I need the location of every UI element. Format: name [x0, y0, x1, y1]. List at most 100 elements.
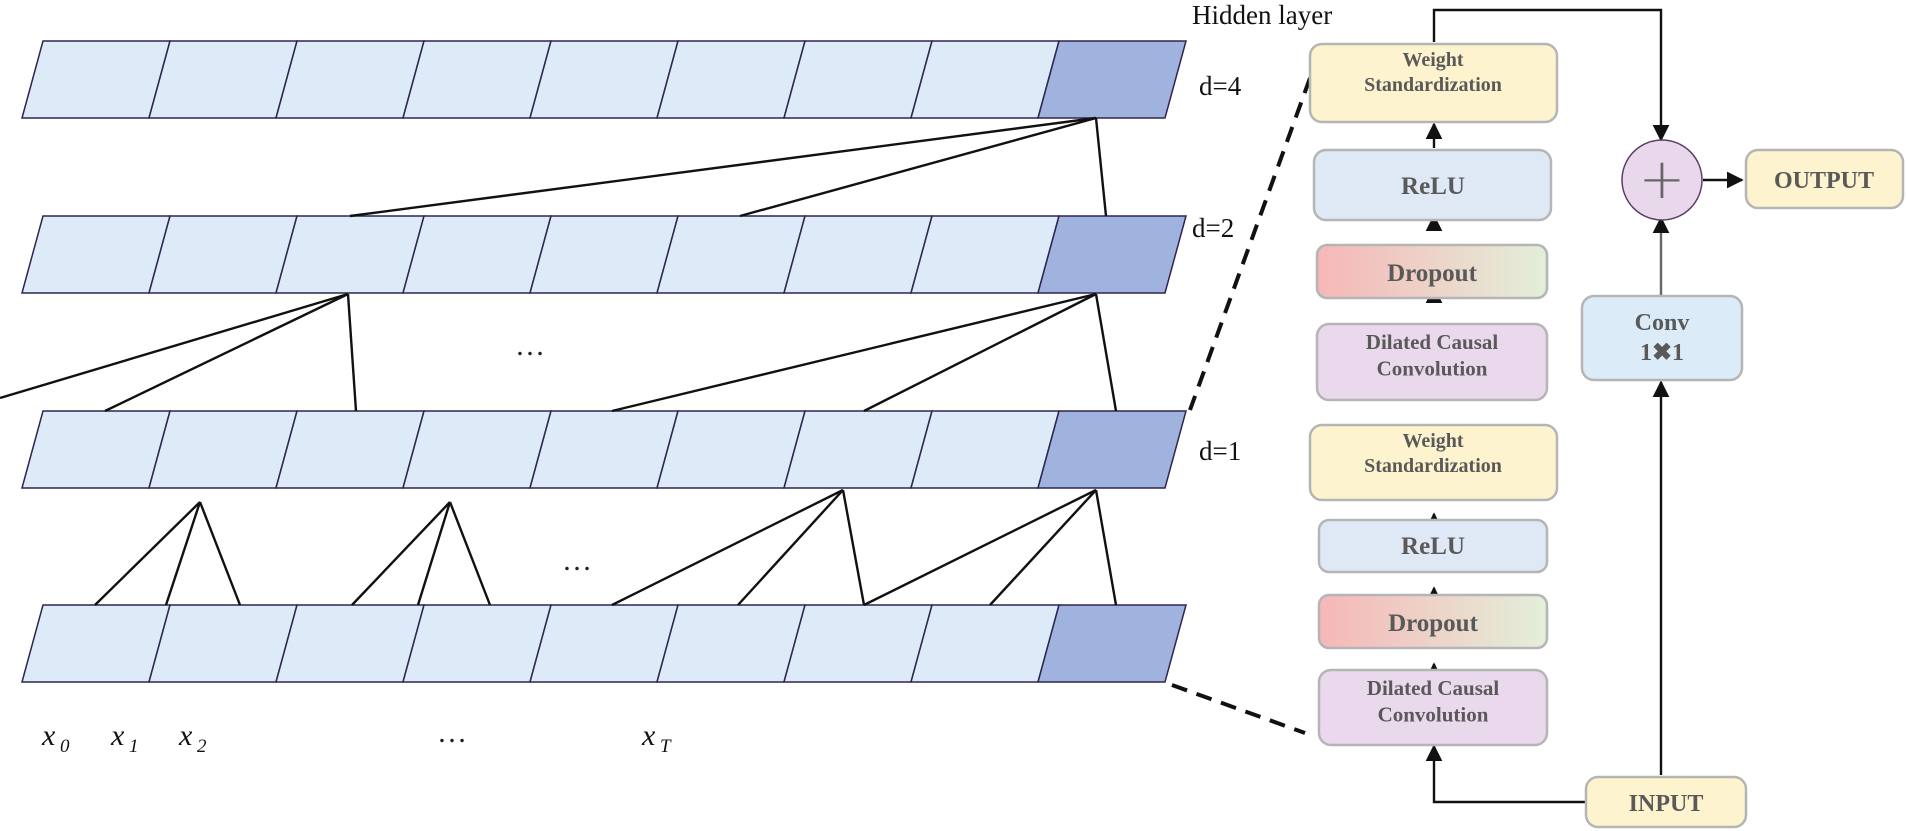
- cell: [402, 40, 552, 119]
- cell: [21, 215, 171, 294]
- cell: [910, 604, 1060, 683]
- cell: [1037, 215, 1187, 294]
- svg-text:T: T: [660, 736, 672, 757]
- cell: [529, 604, 679, 683]
- zoom-dash-top: [1188, 77, 1312, 411]
- cell: [275, 40, 425, 119]
- sum-node: +: [1621, 139, 1703, 221]
- svg-text:ReLU: ReLU: [1401, 173, 1465, 200]
- dropout-block-bottom: Dropout: [1317, 593, 1549, 650]
- relu-block-bottom: ReLU: [1317, 518, 1549, 574]
- relu-block-top: ReLU: [1312, 148, 1553, 222]
- input-label-x1: x 1: [110, 719, 139, 757]
- svg-text:OUTPUT: OUTPUT: [1774, 168, 1874, 194]
- dilation-link: [198, 501, 242, 606]
- dilation-link: [737, 489, 844, 606]
- svg-text:Dropout: Dropout: [1387, 260, 1478, 287]
- row-d2: [21, 215, 1187, 294]
- cell: [656, 215, 806, 294]
- cell: [1037, 40, 1187, 119]
- svg-text:1: 1: [129, 736, 139, 757]
- dilation-link: [1094, 293, 1118, 412]
- cell: [148, 410, 298, 489]
- dilation-link: [989, 489, 1097, 606]
- dilation-link: [863, 488, 1097, 607]
- dilation-link: [349, 116, 1097, 218]
- input-label-x2: x 2: [178, 719, 207, 757]
- ellipsis-inputs: …: [437, 716, 467, 749]
- cell: [910, 215, 1060, 294]
- cell: [910, 410, 1060, 489]
- cell: [1037, 604, 1187, 683]
- dilation-link: [611, 292, 1097, 413]
- svg-text:x: x: [110, 719, 125, 752]
- cell: [148, 215, 298, 294]
- cell: [656, 410, 806, 489]
- svg-text:INPUT: INPUT: [1629, 791, 1704, 817]
- dilation-link: [0, 292, 349, 400]
- dilation-link: [346, 293, 358, 412]
- ellipsis-lower: …: [562, 544, 592, 577]
- cell: [275, 604, 425, 683]
- dilation-connections: [0, 116, 1118, 607]
- dilation-link: [94, 501, 201, 606]
- svg-text:ReLU: ReLU: [1401, 533, 1465, 560]
- svg-text:0: 0: [60, 736, 70, 757]
- svg-text:2: 2: [197, 736, 207, 757]
- dilation-label-d4: d=4: [1199, 71, 1242, 101]
- dilation-link: [863, 292, 1097, 413]
- cell: [148, 40, 298, 119]
- cell: [529, 410, 679, 489]
- cell: [148, 604, 298, 683]
- input-label-xT: x T: [641, 719, 672, 757]
- input-label-x0: x 0: [41, 719, 70, 757]
- cell: [21, 410, 171, 489]
- svg-text:x: x: [641, 719, 656, 752]
- dilation-link: [841, 489, 866, 606]
- output-block: OUTPUT: [1744, 148, 1905, 210]
- cell: [783, 410, 933, 489]
- dilation-link: [104, 292, 349, 413]
- dilation-link: [1094, 117, 1108, 217]
- cell: [275, 410, 425, 489]
- svg-text:x: x: [41, 719, 56, 752]
- dilation-label-d1: d=1: [1199, 436, 1241, 466]
- plus-icon: +: [1639, 147, 1686, 212]
- dilation-link: [739, 116, 1097, 218]
- cell: [402, 410, 552, 489]
- cell: [783, 604, 933, 683]
- cell: [783, 215, 933, 294]
- cell: [529, 40, 679, 119]
- hidden-layer-title: Hidden layer: [1192, 0, 1332, 30]
- dilation-link: [351, 501, 451, 606]
- sequence-rows: [21, 40, 1187, 683]
- row-input: [21, 604, 1187, 683]
- cell: [656, 40, 806, 119]
- cell: [21, 604, 171, 683]
- cell: [910, 40, 1060, 119]
- row-d1: [21, 410, 1187, 489]
- dilation-link: [611, 488, 844, 607]
- cell: [656, 604, 806, 683]
- dropout-block-top: Dropout: [1315, 243, 1549, 300]
- dilation-link: [448, 501, 492, 606]
- cell: [529, 215, 679, 294]
- svg-text:x: x: [178, 719, 193, 752]
- dilation-link: [416, 501, 452, 606]
- dilation-link: [1094, 489, 1118, 606]
- cell: [783, 40, 933, 119]
- row-d4: [21, 40, 1187, 119]
- dilation-label-d2: d=2: [1192, 213, 1234, 243]
- input-block: INPUT: [1584, 775, 1748, 829]
- ellipsis-middle: …: [515, 329, 545, 362]
